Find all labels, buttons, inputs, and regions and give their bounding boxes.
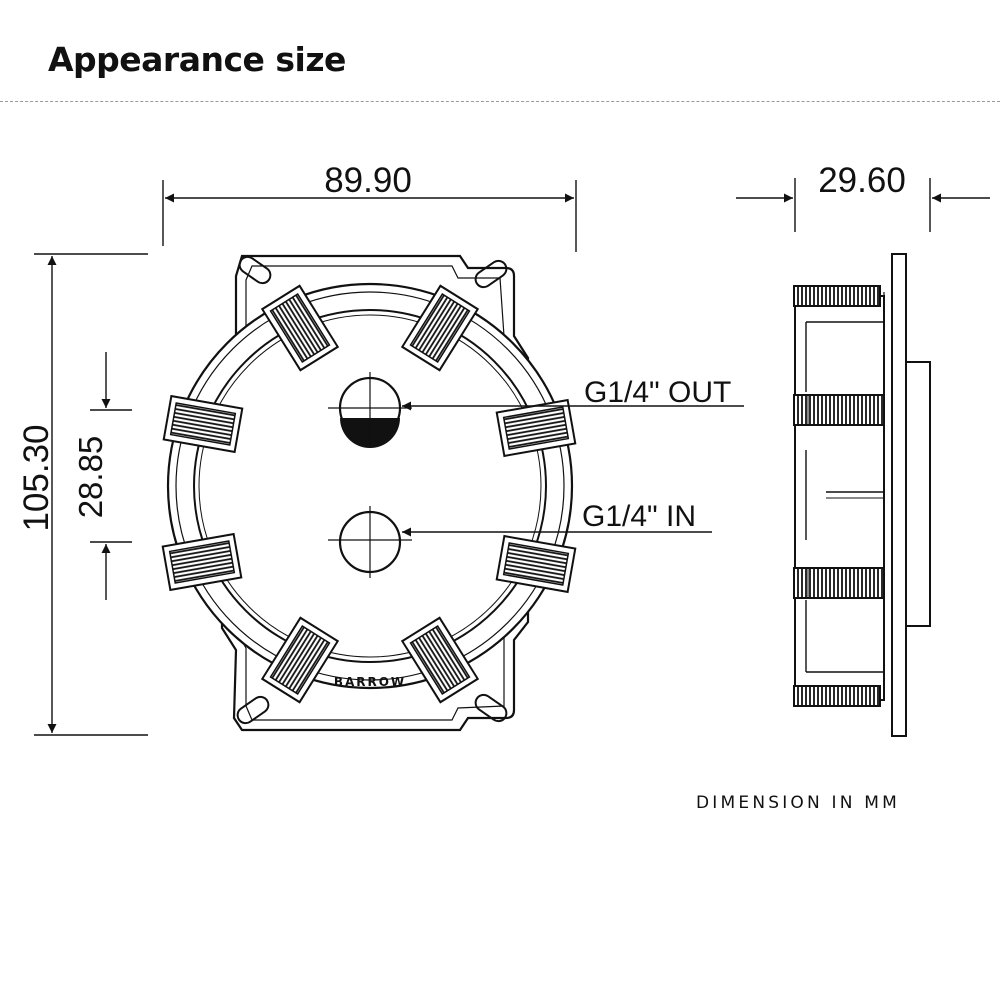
dashed-divider	[0, 101, 1000, 102]
depth-label: 29.60	[818, 161, 906, 200]
in-port	[328, 506, 712, 578]
port-spacing-dimension	[90, 352, 132, 600]
block-side-view	[793, 253, 931, 737]
width-label: 89.90	[324, 161, 412, 200]
out-port-label: G1/4" OUT	[584, 376, 731, 409]
height-label: 105.30	[17, 424, 56, 531]
out-port	[328, 372, 744, 448]
dimension-unit-note: DIMENSION IN MM	[696, 793, 901, 813]
height-dimension	[34, 253, 148, 736]
screw-boss-group	[161, 284, 577, 704]
in-port-label: G1/4" IN	[582, 500, 696, 533]
block-front-view: BARROW	[161, 254, 577, 732]
port-spacing-label: 28.85	[72, 436, 109, 519]
depth-dimension	[736, 178, 990, 232]
brand-label: BARROW	[334, 675, 406, 689]
width-dimension	[162, 180, 577, 252]
page-title: Appearance size	[48, 40, 346, 79]
